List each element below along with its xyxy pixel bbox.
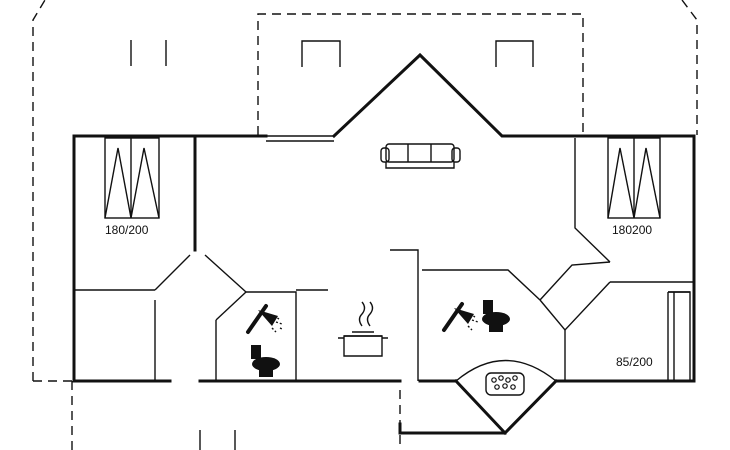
interior-walls	[74, 136, 694, 381]
sofa-icon	[380, 143, 461, 169]
shower-icon	[246, 304, 283, 334]
double-bed-icon	[607, 137, 661, 219]
bed-size-label-left: 180/200	[105, 223, 149, 237]
double-bed-icon	[104, 137, 160, 219]
single-bed-icon	[668, 291, 691, 381]
roof-marks	[130, 40, 534, 450]
bed-size-label-small: 85/200	[616, 355, 653, 369]
hot-tub-alcove	[453, 359, 559, 436]
shower-icon	[442, 302, 479, 332]
exterior-walls	[72, 52, 696, 435]
bed-size-label-right: 180200	[612, 223, 653, 237]
hot-tub-icon	[485, 372, 525, 396]
terrace-outline	[32, 0, 698, 450]
cooking-pot-icon	[338, 301, 388, 357]
toilet-icon	[482, 300, 510, 332]
toilet-icon	[251, 345, 280, 377]
